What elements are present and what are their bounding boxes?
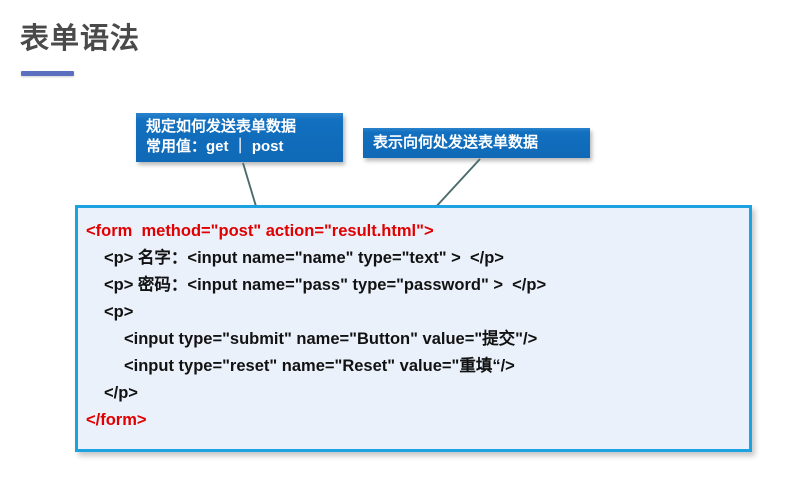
code-line-p-password: <p> 密码：<input name="pass" type="password… <box>104 276 547 294</box>
code-line-input-submit: <input type="submit" name="Button" value… <box>124 330 538 348</box>
code-line-p-name: <p> 名字：<input name="name" type="text" > … <box>104 249 504 267</box>
title-underline-accent <box>21 71 74 76</box>
code-line-p-close: </p> <box>104 384 138 402</box>
code-line-input-reset: <input type="reset" name="Reset" value="… <box>124 357 515 375</box>
code-block: <form method="post" action="result.html"… <box>75 205 752 452</box>
method-callout: 规定如何发送表单数据 常用值：get ｜ post <box>136 113 343 162</box>
code-line-p-open: <p> <box>104 303 134 321</box>
method-callout-line-2: 常用值：get ｜ post <box>146 138 284 155</box>
code-line-form-open: <form method="post" action="result.html"… <box>86 222 434 240</box>
code-line-form-close: </form> <box>86 411 147 429</box>
method-callout-line-1: 规定如何发送表单数据 <box>146 118 297 135</box>
page-title: 表单语法 <box>20 23 141 55</box>
action-callout: 表示向何处发送表单数据 <box>363 128 590 158</box>
action-callout-line-1: 表示向何处发送表单数据 <box>373 134 539 151</box>
